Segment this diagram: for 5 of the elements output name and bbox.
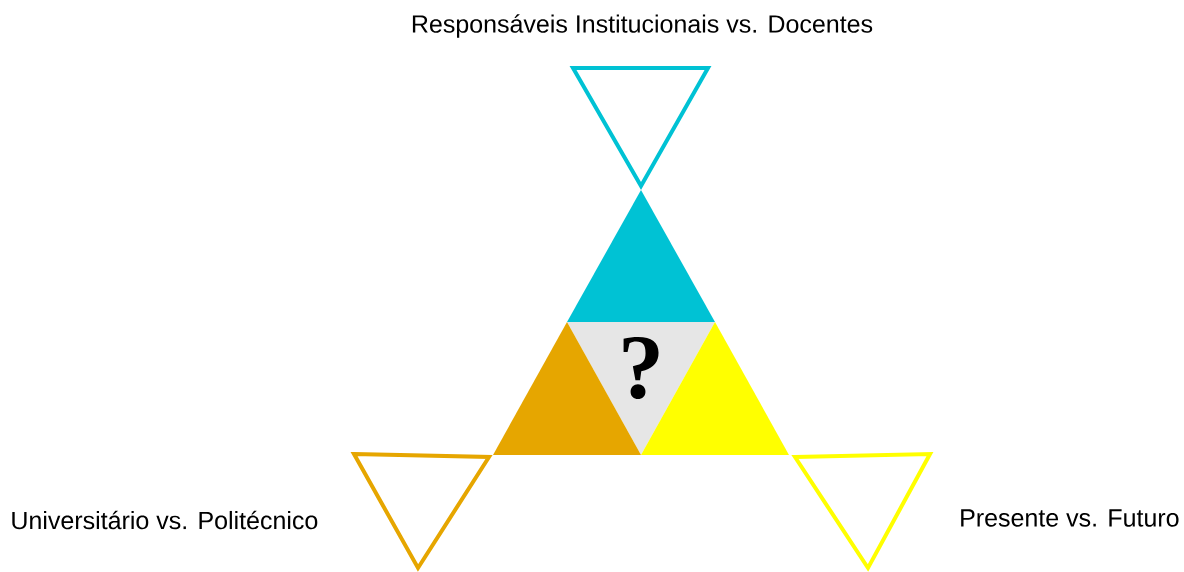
heading-label: Universitário vs. Politécnico bbox=[12, 510, 318, 530]
heading-label: Responsáveis Institucionais vs. Docentes bbox=[412, 14, 873, 38]
filled-triangle bbox=[567, 190, 715, 322]
question-mark: ? bbox=[623, 336, 659, 400]
heading-label: Presente vs. Futuro bbox=[961, 509, 1179, 527]
